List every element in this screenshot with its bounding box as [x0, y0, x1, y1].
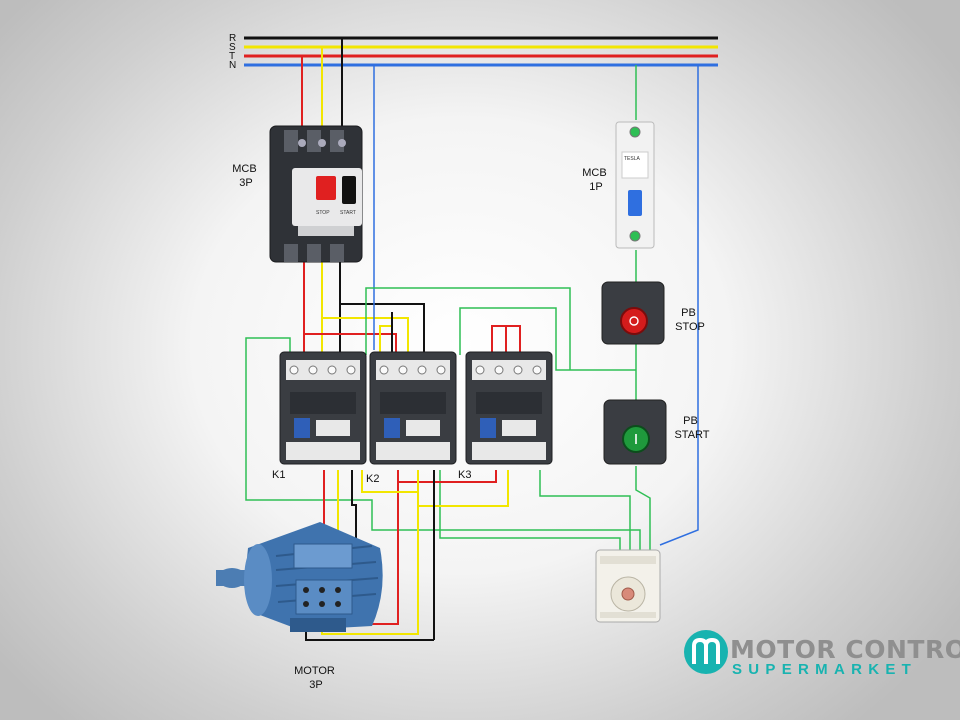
bus-label-n: N [229, 60, 236, 71]
logo-title: MOTOR CONTROL [730, 635, 960, 664]
contactor-k1 [279, 351, 367, 465]
label-mcb-3p: MCB 3P [232, 163, 260, 189]
mcb1p-brand-text: TESLA [624, 156, 641, 162]
wire-control-k2 [439, 470, 621, 550]
bus-label-s: S [229, 42, 236, 53]
wire-yellow-k3-ret [361, 470, 418, 493]
wire-yellow-k1-k2 [322, 317, 409, 365]
pb-stop [601, 281, 665, 345]
timer-relay [595, 549, 661, 623]
label-mcb-1p-l1: MCB [582, 167, 606, 179]
label-motor-l2: 3P [309, 679, 322, 691]
wire-control-start-timer [635, 466, 651, 550]
logo-subtitle: SUPERMARKET [732, 661, 917, 678]
label-pb-stop-l1: PB [681, 307, 696, 319]
label-motor-l1: MOTOR [294, 665, 335, 677]
label-contactor-k3: K3 [458, 469, 471, 481]
mcb3p-start-text: START [340, 210, 356, 216]
pb-start [603, 399, 667, 465]
label-pb-stop-l2: STOP [675, 321, 705, 333]
brand-logo: MOTOR CONTROL SUPERMARKET [684, 630, 960, 678]
wire-control-top2 [459, 307, 636, 371]
motor-3p [216, 522, 383, 632]
wire-yellow-k2-delta [417, 470, 509, 507]
label-mcb-3p-l1: MCB [232, 163, 256, 175]
contactors: K1 K2 K3 [272, 351, 553, 485]
contactor-k2 [369, 351, 457, 465]
label-pb-start: PB START [674, 415, 709, 441]
label-mcb-1p: MCB 1P [582, 167, 610, 193]
bus-label-r: R [229, 33, 236, 44]
wire-control-k1-left [245, 337, 641, 550]
wire-control-k3 [539, 470, 631, 550]
label-contactor-k1: K1 [272, 469, 285, 481]
label-motor: MOTOR 3P [294, 665, 338, 691]
label-mcb-1p-l2: 1P [589, 181, 602, 193]
wire-red-k2-delta [397, 470, 497, 483]
wire-control-top [365, 287, 571, 370]
label-pb-start-l1: PB [683, 415, 698, 427]
contactor-k3 [465, 351, 553, 465]
label-contactor-k2: K2 [366, 473, 379, 485]
label-mcb-3p-l2: 3P [239, 177, 252, 189]
wire-neutral-right [659, 65, 699, 546]
label-pb-stop: PB STOP [675, 307, 705, 333]
mcb3p-stop-text: STOP [316, 210, 330, 216]
wiring [245, 38, 699, 641]
mcb-1p: TESLA [615, 121, 655, 249]
label-pb-start-l2: START [674, 429, 709, 441]
mcb-3p: STOP START [269, 125, 363, 263]
wire-black-k1-k2 [340, 303, 425, 365]
bus-label-t: T [229, 51, 235, 62]
